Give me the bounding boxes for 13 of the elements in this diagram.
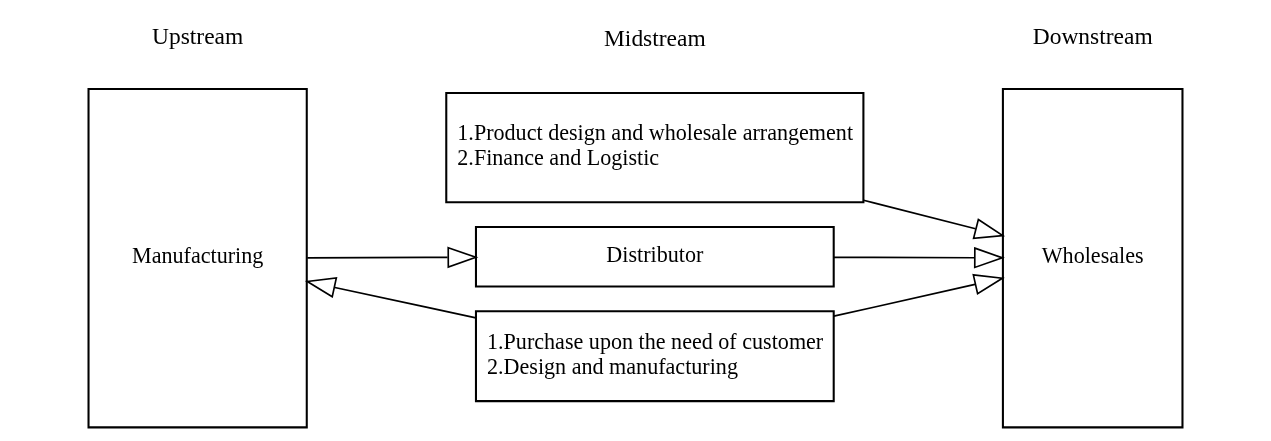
arrow (833, 273, 1005, 317)
arrow (862, 199, 1006, 240)
node-box: Manufacturing (87, 87, 308, 429)
label: Upstream (152, 23, 244, 50)
arrow (306, 246, 479, 269)
arrow (833, 246, 1005, 269)
label: Midstream (603, 24, 706, 51)
label: Downstream (1032, 23, 1153, 50)
node-box: Wholesales (1001, 87, 1184, 429)
node-box: 1.Product design and wholesale arrangement 2.Finance and Logistic (445, 92, 865, 204)
node-box: Distributor (474, 226, 835, 288)
node-box: 1.Purchase upon the need of customer 2.Design and manufacturing (474, 310, 835, 403)
arrow (304, 276, 477, 319)
